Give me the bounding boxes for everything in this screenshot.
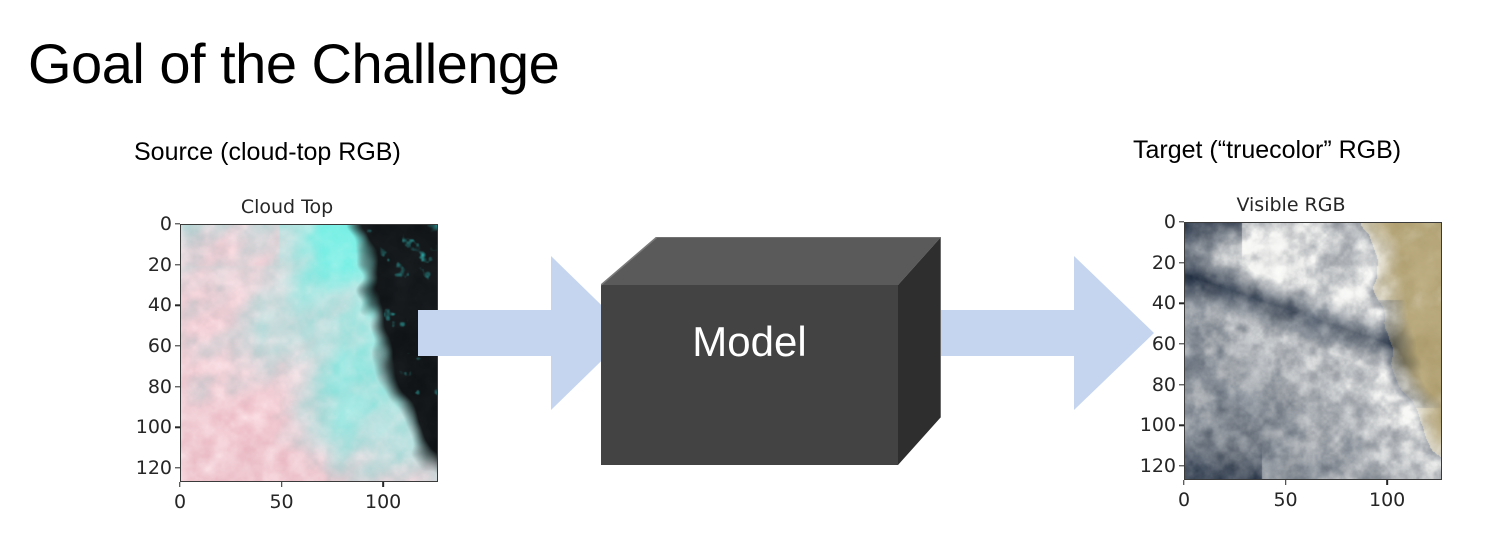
y-tick-label: 120 [135,456,172,479]
figure-target-plot-row: 0 20 40 60 80 100 120 [1139,211,1442,480]
figure-target-y-axis: 0 20 40 60 80 100 120 [1139,211,1184,480]
caption-target: Target (“truecolor” RGB) [1133,136,1402,164]
visible-rgb-image [1185,223,1441,479]
y-tick-label: 20 [1151,251,1176,274]
y-tick-label: 80 [147,375,172,398]
y-tick-label: 60 [147,334,172,357]
figure-target: Visible RGB 0 20 40 60 80 100 120 0 50 100 [1140,194,1442,514]
x-tick-label: 100 [1369,489,1406,511]
page-title: Goal of the Challenge [28,32,560,95]
x-tick-label: 50 [269,491,294,513]
figure-source-y-axis: 0 20 40 60 80 100 120 [135,213,180,482]
cloud-top-image [181,225,437,481]
x-tick-label: 50 [1273,489,1298,511]
figure-source-plot-row: 0 20 40 60 80 100 120 [135,213,438,482]
figure-source-axes [180,224,438,482]
x-tick-label: 0 [1177,489,1191,511]
figure-source: Cloud Top 0 20 40 60 80 100 120 0 50 100 [136,196,438,516]
y-tick-label: 100 [1139,414,1176,437]
y-tick-label: 120 [1139,454,1176,477]
arrow-source-to-model [418,253,630,413]
y-tick-label: 20 [147,253,172,276]
x-tick-label: 0 [173,491,187,513]
right-arrow-icon [940,256,1154,410]
right-arrow-icon [418,256,630,410]
model-box: Model [601,237,941,465]
y-tick-label: 0 [159,213,172,235]
figure-target-title: Visible RGB [1236,194,1346,216]
y-tick-label: 0 [1163,211,1176,233]
figure-source-title: Cloud Top [240,196,334,218]
figure-target-axes [1184,222,1442,480]
y-tick-label: 80 [1151,373,1176,396]
y-tick-label: 100 [135,416,172,439]
y-tick-label: 60 [1151,332,1176,355]
y-tick-label: 40 [1151,292,1176,315]
figure-source-x-axis: 0 50 100 [174,482,438,516]
figure-target-x-axis: 0 50 100 [1178,480,1442,514]
caption-source: Source (cloud-top RGB) [134,138,401,166]
cube-icon [601,237,941,465]
arrow-model-to-target [940,253,1154,413]
x-tick-label: 100 [365,491,402,513]
y-tick-label: 40 [147,294,172,317]
